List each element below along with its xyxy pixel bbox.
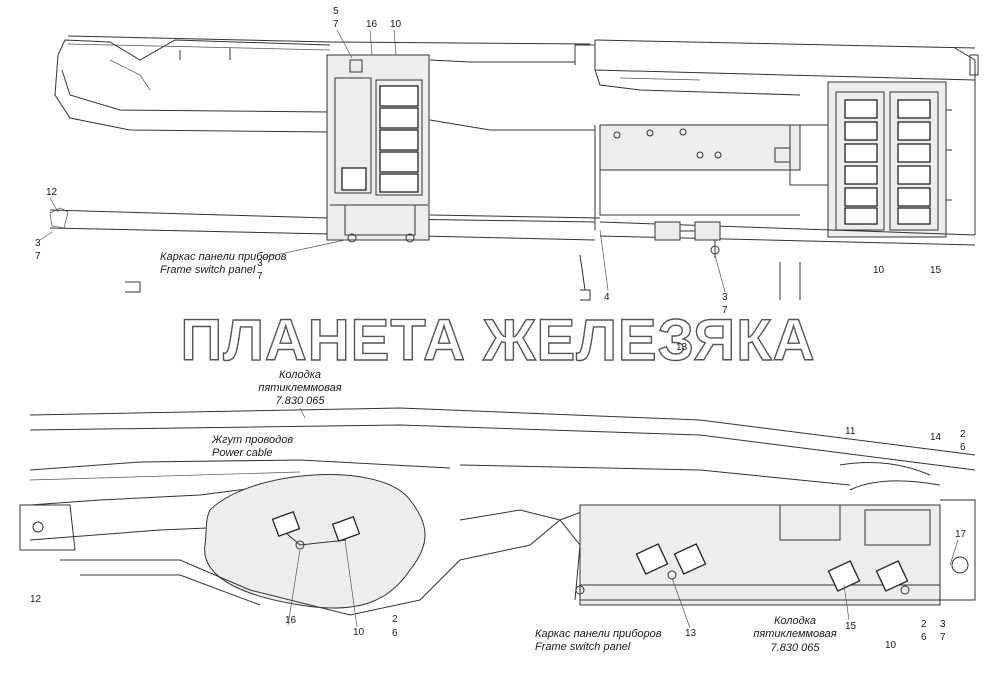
callout: 5 [333,6,339,17]
block-label-ru-1: Колодка [279,369,321,381]
wiring-opening [204,474,426,609]
top-right-view [574,39,979,301]
frame-label-ru-bottom: Каркас панели приборов [535,628,662,640]
callout: 14 [930,432,942,443]
block-label-ru-b2: пятиклеммовая [753,628,836,640]
callout: 2 [960,429,966,440]
block-code-bottom: 7.830 065 [771,642,821,654]
callout: 10 [885,640,897,651]
callout: 6 [921,632,927,643]
cable-label-ru: Жгут проводов [211,434,293,446]
five-pin-block-top [654,221,681,241]
callout: 10 [873,265,885,276]
callout: 15 [930,265,942,276]
callout: 2 [392,614,398,625]
callout: 7 [35,251,41,262]
callout: 6 [392,628,398,639]
block-label-ru-2: пятиклеммовая [258,382,341,394]
bottom-view [19,407,976,616]
leader-lines [39,29,959,629]
callout: 3 [257,258,263,269]
callout: 6 [960,442,966,453]
cable-label-en: Power cable [212,447,273,459]
callout: 16 [285,615,297,626]
frame-label-en-bottom: Frame switch panel [535,641,631,653]
callout: 13 [685,628,697,639]
callout: 7 [333,19,339,30]
callout: 13 [676,342,688,353]
callout: 11 [845,426,856,437]
callout: 12 [30,594,42,605]
callout: 10 [390,19,402,30]
callout: 7 [722,305,728,316]
callout: 15 [845,621,857,632]
top-left-view [49,35,601,293]
callout: 7 [940,632,946,643]
callout: 2 [921,619,927,630]
callout: 10 [353,627,365,638]
callout: 4 [604,292,610,303]
callout: 3 [35,238,41,249]
block-code-mid: 7.830 065 [276,395,326,407]
frame-label-en-top: Frame switch panel [160,264,256,276]
callout: 3 [940,619,946,630]
callout: 7 [257,271,263,282]
watermark: ПЛАНЕТА ЖЕЛЕЗЯКА [181,308,816,373]
callout: 16 [366,19,378,30]
frame-label-ru-top: Каркас панели приборов [160,251,287,263]
bracket-top-right [599,124,801,171]
callout: 12 [46,187,58,198]
five-pin-block-top-2 [694,221,721,241]
callout: 17 [955,529,967,540]
callout: 3 [722,292,728,303]
block-label-ru-b1: Колодка [774,615,816,627]
callouts: 5 7 16 10 12 3 7 3 7 4 3 7 10 15 13 11 1… [30,6,967,651]
